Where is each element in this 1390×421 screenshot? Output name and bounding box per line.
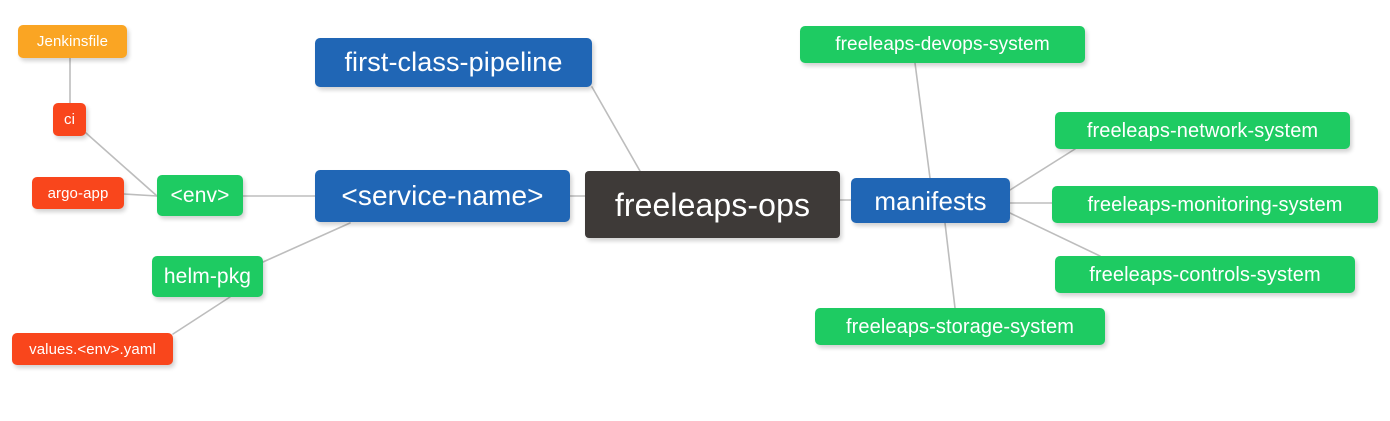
mindmap-node-service-name[interactable]: <service-name>	[315, 170, 570, 222]
mindmap-node-argo-app[interactable]: argo-app	[32, 177, 124, 209]
mindmap-node-freeleaps-controls-system[interactable]: freeleaps-controls-system	[1055, 256, 1355, 293]
mindmap-node-ci[interactable]: ci	[53, 103, 86, 136]
mindmap-node-helm-pkg[interactable]: helm-pkg	[152, 256, 263, 297]
mindmap-node-manifests[interactable]: manifests	[851, 178, 1010, 223]
mindmap-node-freeleaps-network-system[interactable]: freeleaps-network-system	[1055, 112, 1350, 149]
edge-helm-pkg-to-service-name	[262, 222, 351, 263]
mindmap-node-first-class-pipeline[interactable]: first-class-pipeline	[315, 38, 592, 87]
mindmap-node-freeleaps-storage-system[interactable]: freeleaps-storage-system	[815, 308, 1105, 345]
mindmap-node-env[interactable]: <env>	[157, 175, 243, 216]
mindmap-node-jenkinsfile[interactable]: Jenkinsfile	[18, 25, 127, 58]
edge-values.<env>.yaml-to-helm-pkg	[172, 296, 231, 335]
edge-first-class-pipeline-to-freeleaps-ops	[591, 86, 641, 172]
mindmap-node-freeleaps-ops[interactable]: freeleaps-ops	[585, 171, 840, 238]
edge-manifests-to-freeleaps-network-system	[1009, 148, 1076, 191]
mindmap-node-freeleaps-devops-system[interactable]: freeleaps-devops-system	[800, 26, 1085, 63]
mindmap-node-values-env-yaml[interactable]: values.<env>.yaml	[12, 333, 173, 365]
edge-manifests-to-freeleaps-devops-system	[914, 62, 931, 179]
edge-manifests-to-freeleaps-storage-system	[944, 222, 956, 309]
mindmap-node-freeleaps-monitoring-system[interactable]: freeleaps-monitoring-system	[1052, 186, 1378, 223]
edge-argo-app-to-env	[123, 193, 158, 197]
